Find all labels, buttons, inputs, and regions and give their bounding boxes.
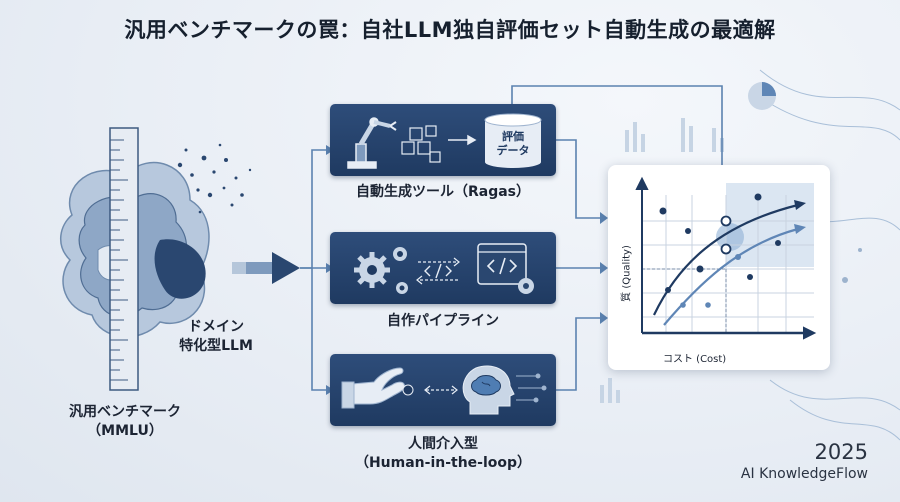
domain-llm-label-line1: ドメイン [188,319,244,335]
bidirectional-arrow-icon [424,385,458,395]
hand-icon [341,367,414,409]
eval-data-label-line1: 評価 [502,130,524,143]
database-cylinder-icon [484,113,542,168]
quality-cost-chart [635,176,817,340]
output-connector-lines [511,85,723,391]
main-flow-arrow-icon [232,252,300,284]
footer-year: 2025 [814,440,868,464]
branch-connector-lines [300,149,326,391]
arrow-right-icon [448,134,477,146]
chart-curves [653,203,799,326]
quality-cost-chart-panel [608,165,830,370]
method-label-pipeline: 自作パイプライン [387,313,499,329]
cubes-icon [401,125,441,163]
method-box-human-in-the-loop [330,354,556,426]
chart-curve-arrowheads [794,200,806,234]
background-pie [748,82,776,110]
chart-dashed-guides [642,268,727,333]
robot-arm-icon [347,117,397,169]
swap-arrows-icon [416,257,460,285]
circuit-lines-icon [516,373,547,403]
method-label-ragas: 自動生成ツール（Ragas） [355,184,531,200]
method-label-human-in-the-loop-line1: 人間介入型 [408,436,478,452]
chart-highlight-markers [720,215,732,255]
ruler-label-line2: （MMLU） [87,423,163,439]
chart-y-axis-label: 質 (Quality) [621,245,633,302]
method-box-pipeline [330,232,556,304]
ruler-label: 汎用ベンチマーク （MMLU） [55,403,195,441]
eval-data-label-line2: データ [496,144,530,157]
brain-head-icon [462,365,515,415]
domain-llm-label-line2: 特化型LLM [179,338,253,354]
code-window-icon [477,243,534,294]
chart-axes [635,176,817,340]
eval-data-label: 評価 データ [485,130,541,158]
method-label-human-in-the-loop-line2: （Human-in-the-loop） [354,455,532,471]
code-tag-icon [424,263,452,279]
footer-brand: AI KnowledgeFlow [740,466,868,482]
method-label-human-in-the-loop: 人間介入型 （Human-in-the-loop） [330,435,556,473]
ruler-icon [109,127,139,391]
gears-icon [354,247,408,294]
ruler-label-line1: 汎用ベンチマーク [69,404,181,420]
chart-x-axis-label: コスト (Cost) [663,354,727,365]
particle-dots [177,143,252,214]
chart-highlight-region [716,183,814,267]
domain-llm-label: ドメイン 特化型LLM [156,318,276,356]
page-title: 汎用ベンチマークの罠：自社LLM独自評価セット自動生成の最適解 [124,18,776,42]
chart-points [659,193,781,308]
method-box-ragas: 評価 データ [330,104,556,176]
